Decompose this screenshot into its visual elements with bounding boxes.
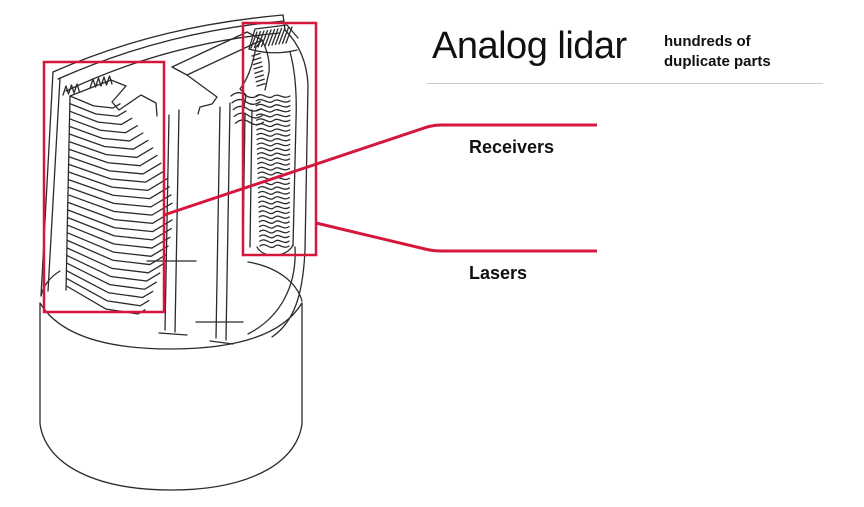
laser-fins xyxy=(255,94,291,249)
receivers-leader-line xyxy=(163,123,597,217)
laser-cap-hatch-icon xyxy=(250,26,293,49)
base-cylinder xyxy=(39,261,303,491)
lasers-highlight-box xyxy=(241,21,318,257)
page-subtitle-line1: hundreds of xyxy=(664,33,751,50)
receiver-top-teeth-icon xyxy=(62,75,113,96)
laser-column xyxy=(248,24,299,257)
page-subtitle: hundreds of duplicate parts xyxy=(664,32,771,71)
receivers-highlight-box xyxy=(42,60,166,314)
receiver-fins xyxy=(65,95,173,315)
laser-inner-hatch-icon xyxy=(251,52,266,87)
lasers-leader-line xyxy=(315,221,597,253)
lidar-cutaway-drawing xyxy=(39,14,309,491)
lasers-label: Lasers xyxy=(469,263,528,283)
receivers-label: Receivers xyxy=(469,137,555,157)
flex-cable-waves xyxy=(230,92,265,126)
annotations xyxy=(42,21,597,314)
center-mirror-mount xyxy=(158,31,270,345)
page-subtitle-line2: duplicate parts xyxy=(664,52,771,70)
title-divider xyxy=(427,83,823,84)
page-title: Analog lidar xyxy=(432,25,627,67)
